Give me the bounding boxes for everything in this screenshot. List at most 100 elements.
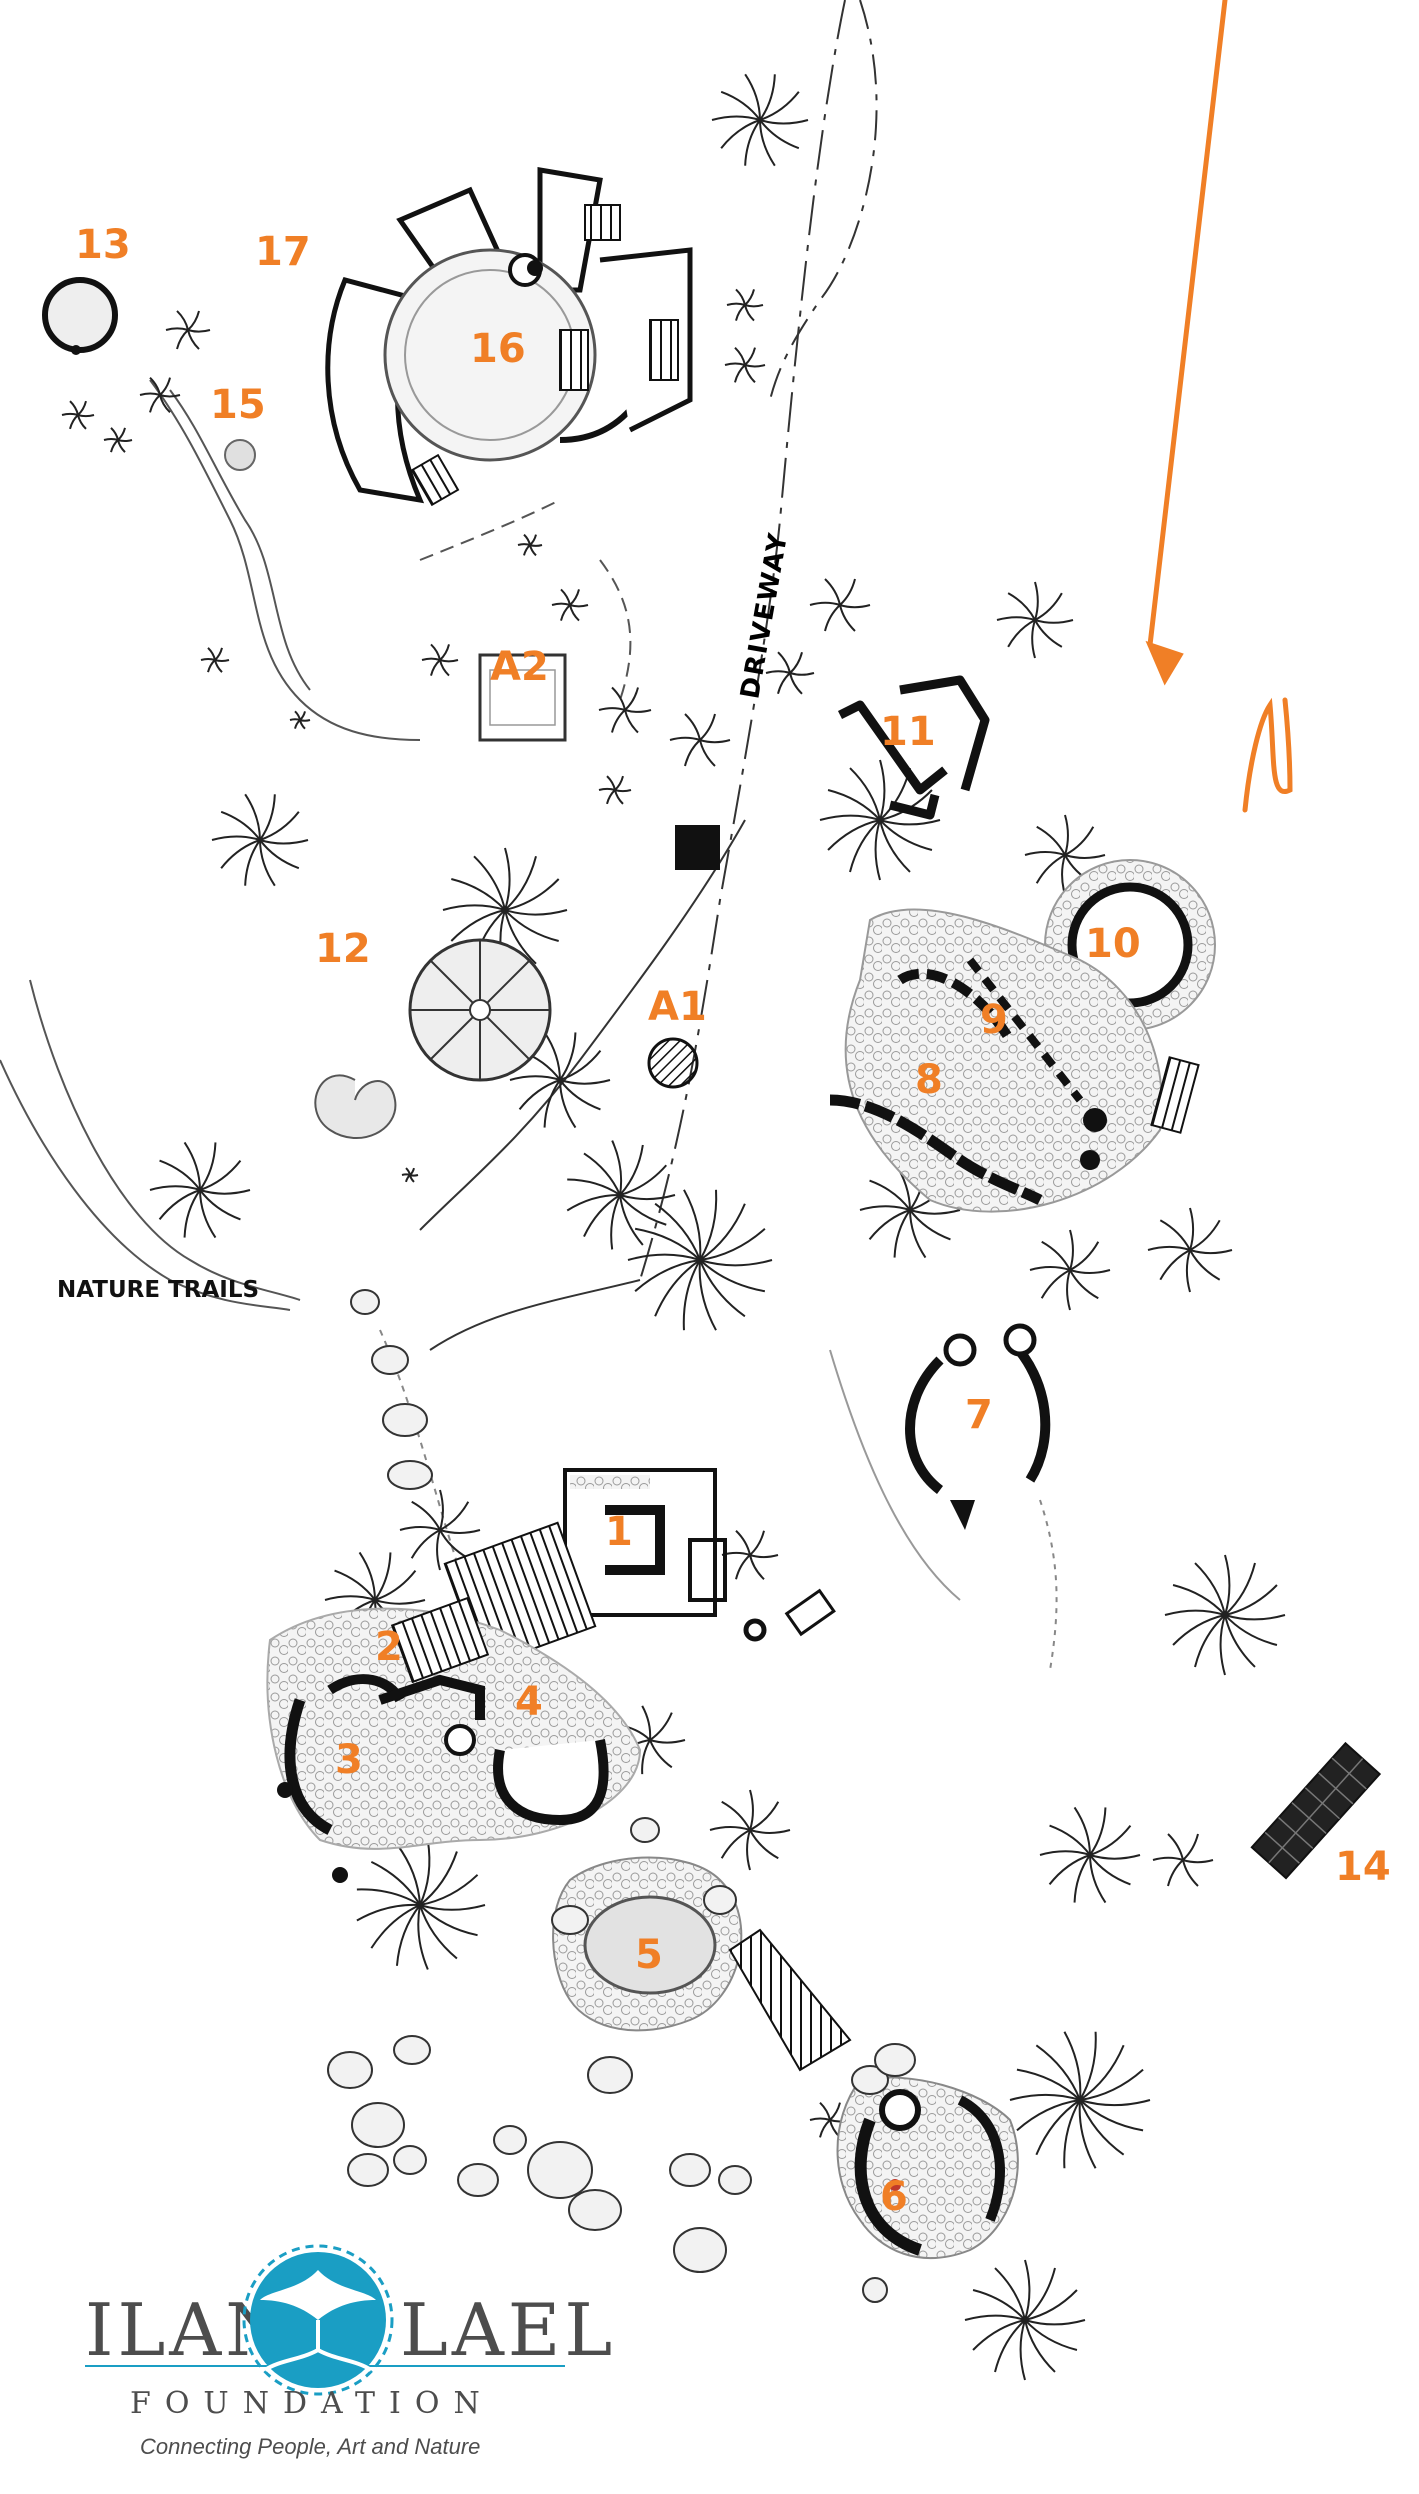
- pond-5: [552, 1856, 852, 2072]
- tree-branch: [619, 1194, 676, 1201]
- tree-branch: [473, 855, 506, 911]
- tree-branch: [117, 427, 126, 441]
- tree-branch: [559, 1049, 602, 1081]
- tree-branch: [289, 718, 301, 721]
- boulder: [350, 1289, 380, 1315]
- tree-branch: [211, 835, 261, 841]
- tree-branch: [1040, 1269, 1071, 1299]
- marker-16: 16: [470, 326, 526, 372]
- tree-branch: [1007, 592, 1036, 621]
- tree-branch: [409, 1167, 415, 1176]
- tree-branch: [1024, 2289, 1078, 2321]
- tree-branch: [724, 362, 746, 366]
- tree-branch: [569, 604, 580, 622]
- tree-branch: [159, 394, 181, 398]
- tree-branch: [1224, 1562, 1256, 1616]
- tree-branch: [356, 1888, 421, 1906]
- boulder: [351, 2102, 405, 2148]
- tree-branch: [744, 119, 761, 166]
- tree-branch: [606, 789, 616, 805]
- tree-branch: [543, 1079, 561, 1128]
- tree-branch: [117, 439, 133, 443]
- tree-branch: [244, 793, 261, 841]
- tree-branch: [450, 909, 506, 942]
- tree-branch: [220, 839, 261, 869]
- tree-branch: [77, 414, 87, 430]
- tree-branch: [410, 1529, 441, 1559]
- tree-branch: [439, 1529, 469, 1560]
- feature-15: [224, 439, 256, 471]
- marker-1: 1: [605, 1509, 633, 1555]
- tree-branch: [839, 578, 856, 606]
- tree-branch: [1089, 1854, 1131, 1886]
- tree-branch: [1182, 1833, 1199, 1861]
- tree-branch: [824, 578, 841, 606]
- tree-branch: [294, 719, 301, 729]
- tree-branch: [744, 73, 761, 121]
- tree-branch: [893, 1209, 911, 1258]
- tree-branch: [749, 1554, 779, 1559]
- tree-branch: [1194, 1614, 1226, 1668]
- tree-branch: [569, 589, 580, 606]
- tree-branch: [624, 687, 639, 711]
- tree-branch: [1078, 2099, 1097, 2169]
- tree-branch: [759, 74, 776, 121]
- boulder: [718, 2165, 752, 2195]
- tree-branch: [849, 767, 881, 821]
- tree-branch: [207, 647, 216, 661]
- tree-branch: [1152, 1856, 1184, 1861]
- building-11: [837, 675, 990, 820]
- tree-branch: [1064, 826, 1095, 856]
- tree-branch: [439, 644, 450, 661]
- tree-branch: [559, 1079, 577, 1129]
- tree-branch: [1036, 825, 1066, 856]
- tree-branch: [504, 847, 511, 911]
- tree-branch: [726, 302, 746, 306]
- tree-branch: [199, 1189, 241, 1221]
- tree-branch: [159, 394, 171, 414]
- tree-branch: [614, 775, 624, 791]
- tree-branch: [624, 709, 639, 734]
- tree-branch: [504, 856, 537, 911]
- tree-branch: [220, 810, 261, 841]
- tree-branch: [1024, 2259, 1031, 2321]
- tree-branch: [777, 651, 791, 674]
- marker-3: 3: [335, 1737, 363, 1783]
- boulders: [327, 1289, 916, 2303]
- tree-branch: [1073, 1854, 1091, 1903]
- tree-branch: [994, 2319, 1026, 2373]
- boulder: [669, 2153, 711, 2187]
- tree-branch: [819, 814, 881, 821]
- tree-branch: [200, 657, 216, 661]
- tree-branch: [504, 909, 568, 916]
- marker-10: 10: [1085, 921, 1141, 967]
- tree-branch: [627, 1253, 701, 1261]
- tree-branch: [1182, 1859, 1199, 1887]
- tree-branch: [299, 711, 306, 721]
- tree-branch: [419, 1851, 458, 1906]
- boulder: [568, 2189, 622, 2231]
- tree-branch: [1041, 1240, 1071, 1271]
- tree-branch: [598, 787, 616, 791]
- tree-branch: [634, 1227, 701, 1261]
- tree-branch: [1024, 851, 1066, 856]
- tree-branch: [299, 719, 311, 722]
- tree-branch: [399, 1526, 441, 1531]
- tree-branch: [879, 819, 911, 873]
- tree-branch: [641, 1705, 652, 1741]
- tree-branch: [259, 839, 300, 870]
- tree-branch: [110, 439, 119, 453]
- tree-branch: [879, 819, 933, 851]
- tree-branch: [1048, 1854, 1091, 1886]
- tree-branch: [972, 2289, 1026, 2321]
- tree-branch: [827, 819, 881, 851]
- boulder: [493, 2125, 527, 2155]
- tree-branch: [1182, 1859, 1214, 1864]
- tree-branch: [744, 364, 756, 384]
- tree-branch: [1031, 619, 1036, 659]
- tree-branch: [395, 1904, 421, 1966]
- tree-branch: [529, 544, 543, 547]
- boulder: [630, 1817, 660, 1843]
- tree-branch: [1224, 1614, 1278, 1646]
